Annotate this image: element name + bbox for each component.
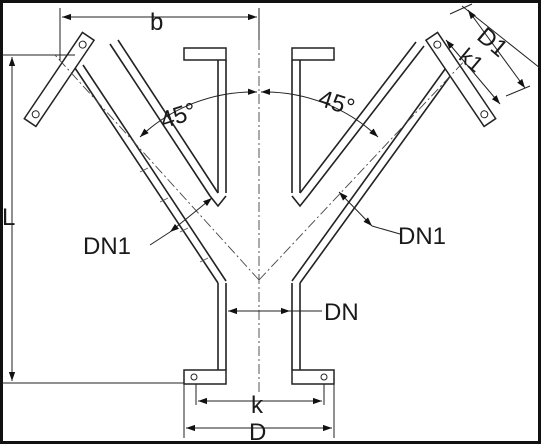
flange-top	[183, 47, 335, 61]
dimension-D	[183, 384, 335, 438]
angle-arc-left	[139, 88, 258, 138]
angle-arc-right	[260, 88, 379, 138]
branch-crotch	[209, 195, 309, 208]
main-pipe-bottom	[217, 283, 301, 370]
dim-DN1-right-label: DN1	[398, 223, 446, 250]
dimension-DN1-right	[338, 191, 401, 235]
centerlines	[54, 40, 471, 395]
dim-k-label: k	[251, 392, 264, 419]
dimension-k	[195, 384, 325, 405]
dim-b-label: b	[150, 9, 163, 36]
dim-D-label: D	[249, 419, 266, 446]
dimension-L	[2, 54, 184, 384]
dim-DN1-left-label: DN1	[83, 233, 131, 260]
flange-left-branch	[23, 31, 96, 128]
dim-DN-label: DN	[324, 299, 359, 326]
dim-L-label: L	[2, 204, 15, 231]
dimension-DN1-left	[149, 197, 213, 246]
dimension-k1	[445, 39, 501, 105]
dimension-b	[59, 8, 260, 60]
flange-bottom	[183, 369, 335, 385]
